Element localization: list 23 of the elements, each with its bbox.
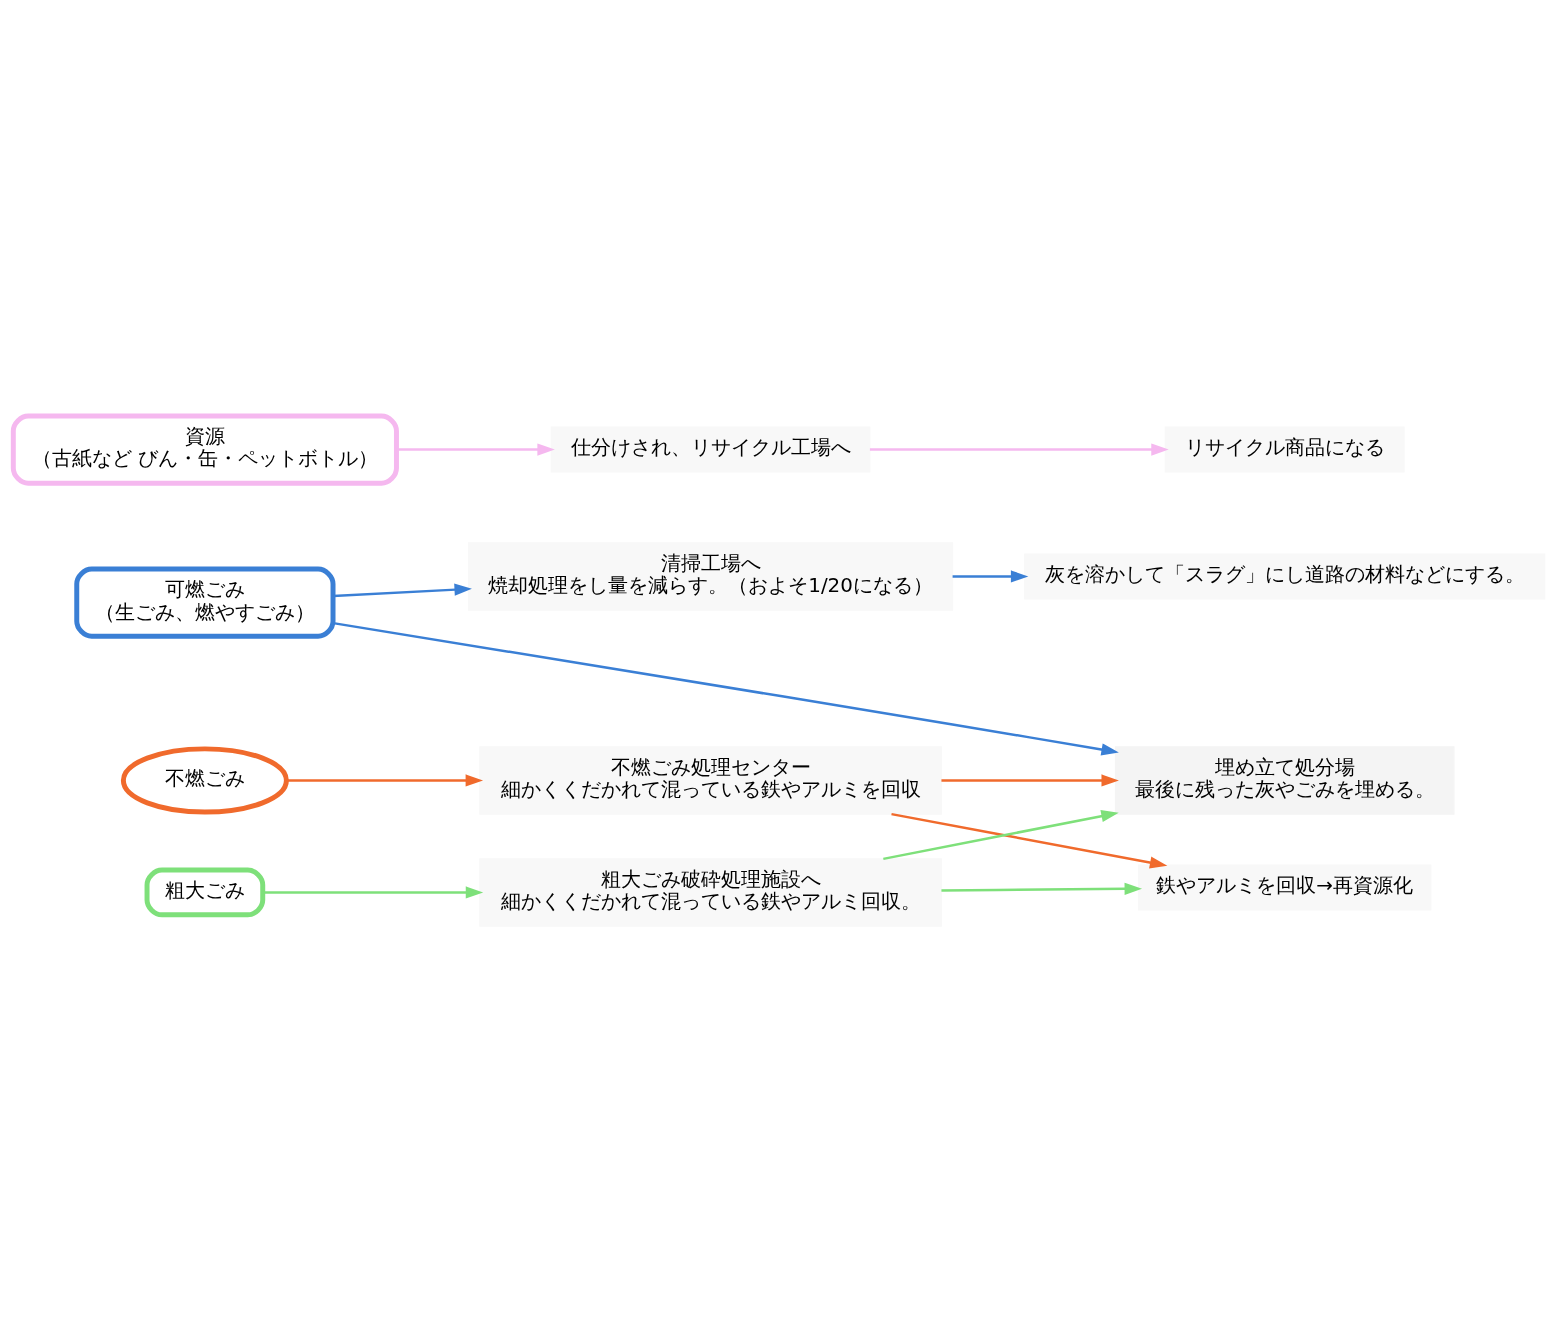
arrow — [287, 773, 484, 787]
node-box: 資源 （古紙など びん・缶・ペットボトル） — [10, 413, 399, 486]
arrow — [883, 809, 1119, 860]
node-box: リサイクル商品になる — [1164, 426, 1405, 473]
node-box: 不燃ごみ処理センター 細かくくだかれて混っている鉄やアルミを回収 — [479, 745, 942, 815]
arrow — [333, 621, 1119, 756]
node-box: 鉄やアルミを回収→再資源化 — [1137, 863, 1432, 910]
node-box: 灰を溶かして「スラグ」にし道路の材料などにする。 — [1024, 552, 1546, 599]
node-box: 粗大ごみ — [144, 867, 266, 917]
node-box: 清掃工場へ 焼却処理をし量を減らす。（およそ1/20になる） — [468, 541, 954, 611]
node-box: 粗大ごみ破砕処理施設へ 細かくくだかれて混っている鉄やアルミ回収。 — [479, 857, 942, 927]
arrow — [333, 583, 472, 597]
node-box: 埋め立て処分場 最後に残った灰やごみを埋める。 — [1114, 745, 1455, 815]
arrow — [869, 442, 1169, 456]
arrow — [262, 885, 484, 899]
arrow — [952, 569, 1029, 583]
arrow — [941, 882, 1142, 895]
node-ellipse: 不燃ごみ — [120, 745, 289, 815]
arrow — [396, 442, 555, 456]
node-box: 可燃ごみ （生ごみ、燃やすごみ） — [74, 566, 336, 639]
arrow — [891, 812, 1168, 869]
arrow — [941, 773, 1119, 787]
node-box: 仕分けされ、リサイクル工場へ — [550, 426, 871, 473]
